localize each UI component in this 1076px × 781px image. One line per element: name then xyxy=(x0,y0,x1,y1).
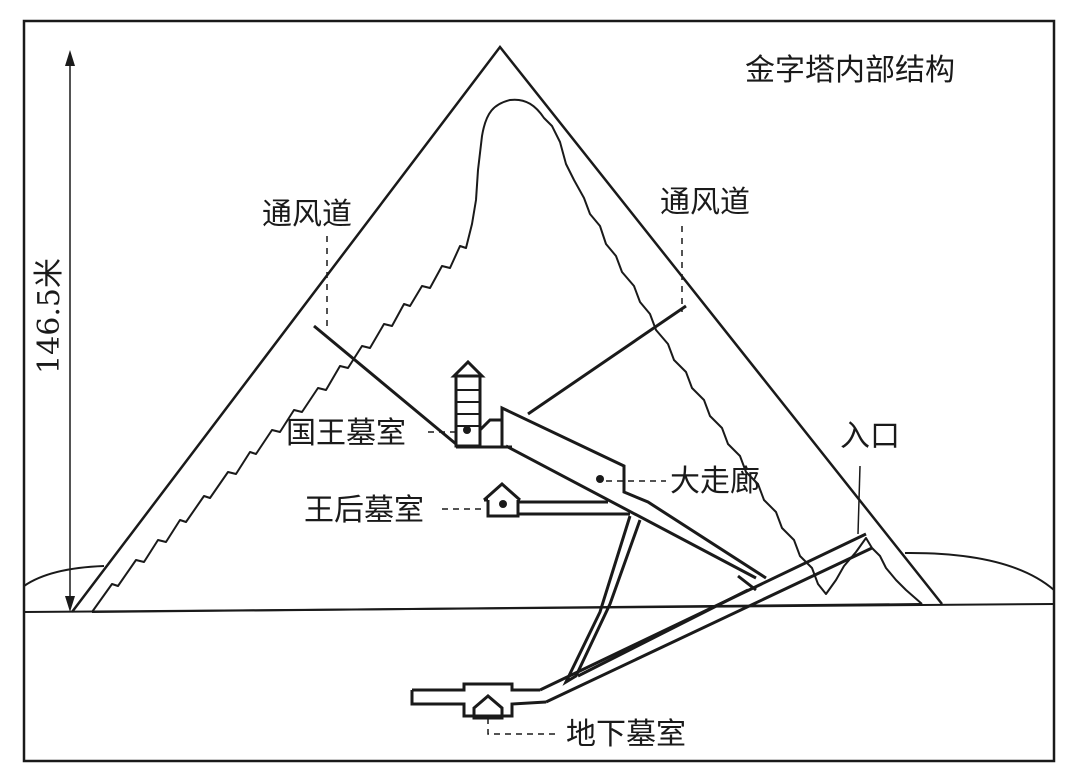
height-arrow-bottom xyxy=(65,596,75,612)
underground-chamber xyxy=(410,682,547,720)
grand-gallery-label: 大走廊 xyxy=(670,464,760,499)
air-shaft-right xyxy=(527,304,687,416)
underground-chamber-leader xyxy=(487,718,558,735)
queens-chamber-label: 王后墓室 xyxy=(304,493,424,528)
height-label: 146.5米 xyxy=(32,258,67,374)
underground-chamber-label: 地下墓室 xyxy=(566,717,686,752)
grand-gallery-floor xyxy=(505,444,757,580)
sand-mound-right xyxy=(904,551,1055,591)
kings-chamber-dot xyxy=(463,426,471,434)
grand-gallery-dot xyxy=(596,475,604,483)
pyramid-core-outline xyxy=(91,98,923,613)
air-shaft-right-label: 通风道 xyxy=(660,185,750,220)
descending-passage-lower xyxy=(545,546,873,704)
kings-chamber-label: 国王墓室 xyxy=(286,416,406,451)
kings-chamber xyxy=(450,359,504,448)
height-arrow-top xyxy=(65,50,75,66)
air-shaft-left-label: 通风道 xyxy=(262,197,352,232)
sand-mound-left xyxy=(23,565,105,612)
queens-chamber-dot xyxy=(499,500,507,508)
core-base-line xyxy=(91,603,923,613)
entrance-label: 入口 xyxy=(840,419,900,454)
entrance-leader xyxy=(857,465,861,535)
well-shaft xyxy=(562,515,642,686)
diagram-title: 金字塔内部结构 xyxy=(745,53,955,88)
frame xyxy=(22,19,1056,763)
well-shaft-connector xyxy=(577,588,749,678)
air-shaft-left xyxy=(313,324,457,446)
ascending-passage-a xyxy=(737,574,757,592)
pyramid-outline xyxy=(71,44,943,613)
grand-gallery xyxy=(500,405,767,580)
queens-chamber xyxy=(483,481,630,518)
